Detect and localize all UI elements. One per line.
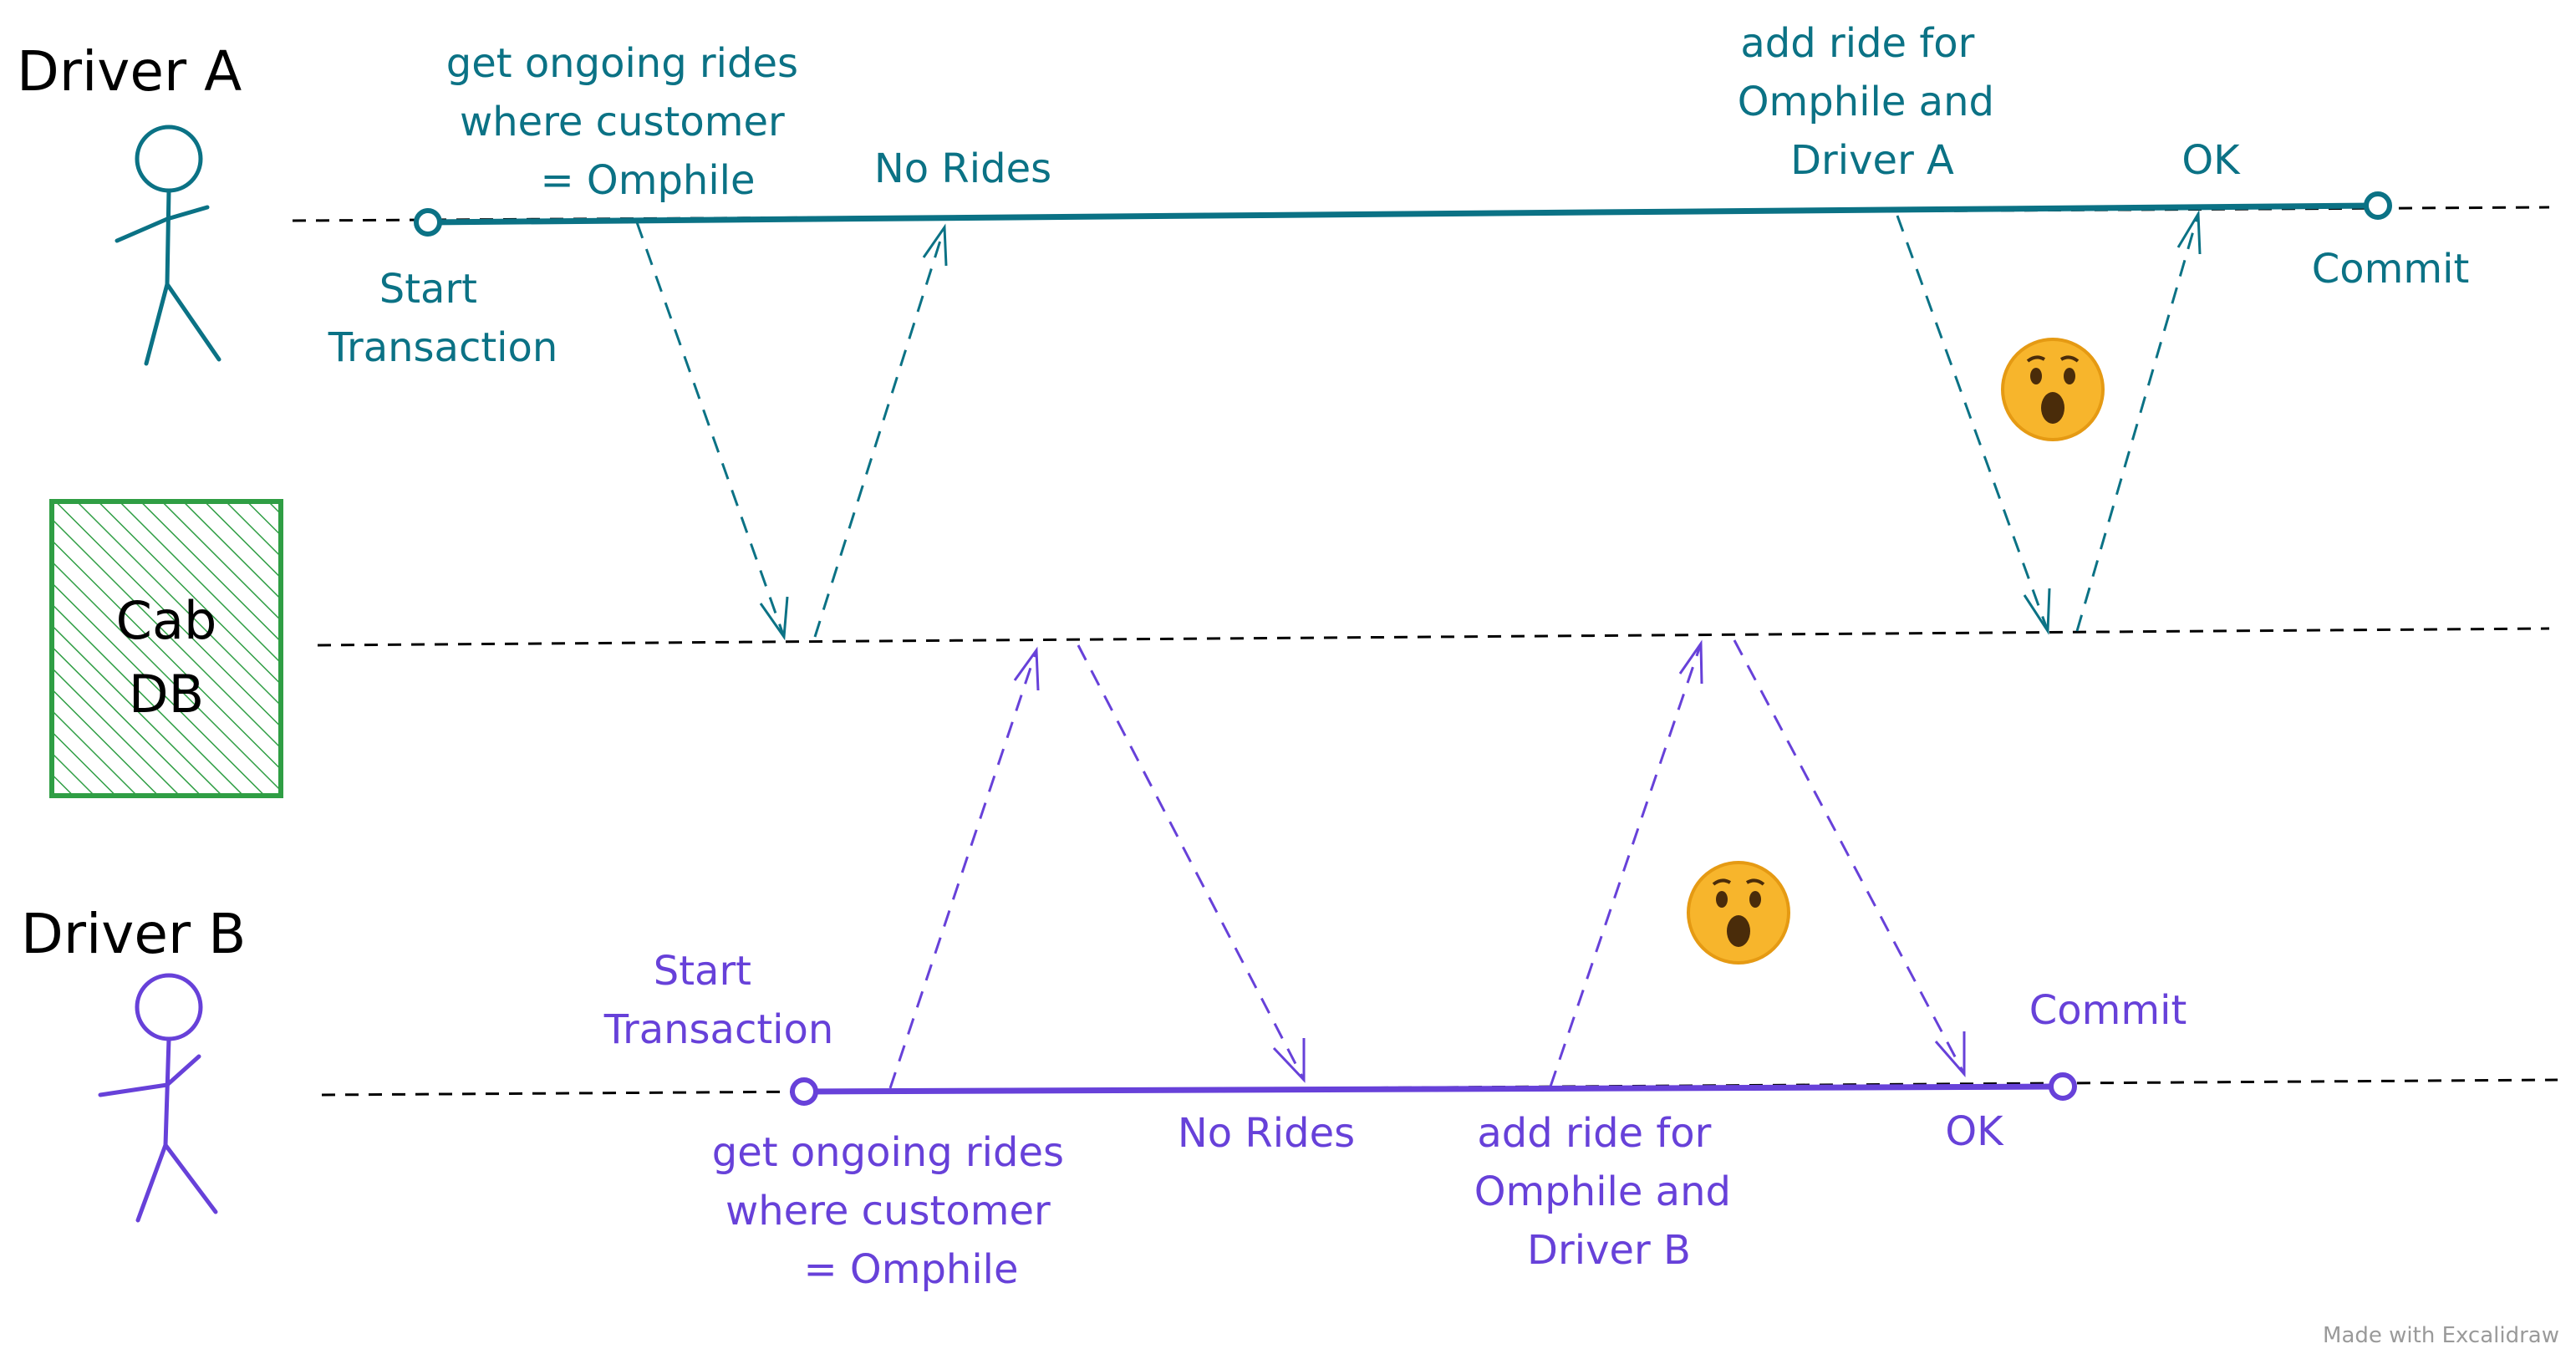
- driver-a-ok-label: OK: [2181, 137, 2241, 184]
- driver-a-add-arrow: [1896, 215, 2051, 635]
- cab-db-box: Cab DB: [49, 499, 283, 798]
- driver-a-no-rides-label: No Rides: [874, 145, 1051, 192]
- driver-b-start-label: Start Transaction: [603, 948, 834, 1053]
- driver-a-transaction-span: [425, 202, 2381, 226]
- stick-figure-icon: [115, 125, 221, 366]
- driver-b-add-label: add ride for Omphile and Driver B: [1474, 1110, 1744, 1274]
- driver-b-query-arrow: [888, 646, 1040, 1089]
- driver-b-response-arrow: [1077, 644, 1306, 1083]
- driver-a-name: Driver A: [17, 39, 242, 104]
- driver-a-query-label: get ongoing rides where customer = Omphi…: [446, 40, 812, 204]
- driver-b-query-label: get ongoing rides where customer = Omphi…: [712, 1129, 1077, 1293]
- stick-figure-icon: [98, 973, 218, 1223]
- driver-a-response-arrow: [813, 223, 948, 638]
- driver-a-add-label: add ride for Omphile and Driver A: [1738, 20, 2007, 184]
- driver-b-start-marker: [790, 1077, 818, 1106]
- driver-a-commit-marker: [2364, 191, 2392, 220]
- db-label-line-2: DB: [129, 664, 204, 725]
- driver-b-ok-arrow: [1733, 639, 1966, 1078]
- driver-b-commit-marker: [2049, 1072, 2077, 1101]
- watermark: Made with Excalidraw: [2323, 1323, 2559, 1348]
- driver-b-transaction-span: [801, 1083, 2066, 1095]
- driver-a-start-label: Start Transaction: [328, 266, 558, 371]
- driver-b-add-arrow: [1549, 639, 1703, 1087]
- driver-b-ok-label: OK: [1945, 1108, 2004, 1155]
- driver-b-commit-label: Commit: [2029, 987, 2187, 1034]
- driver-b-no-rides-label: No Rides: [1178, 1110, 1355, 1157]
- db-timeline: [317, 627, 2550, 647]
- db-label-line-1: Cab: [116, 590, 217, 651]
- driver-b-name: Driver B: [21, 902, 246, 966]
- driver-a-ok-arrow: [2075, 209, 2202, 632]
- driver-a-commit-label: Commit: [2312, 246, 2470, 293]
- surprised-face-icon: [2001, 338, 2105, 441]
- surprised-face-icon: [1687, 861, 1790, 965]
- driver-a-start-marker: [414, 208, 442, 237]
- driver-a-query-arrow: [635, 221, 789, 641]
